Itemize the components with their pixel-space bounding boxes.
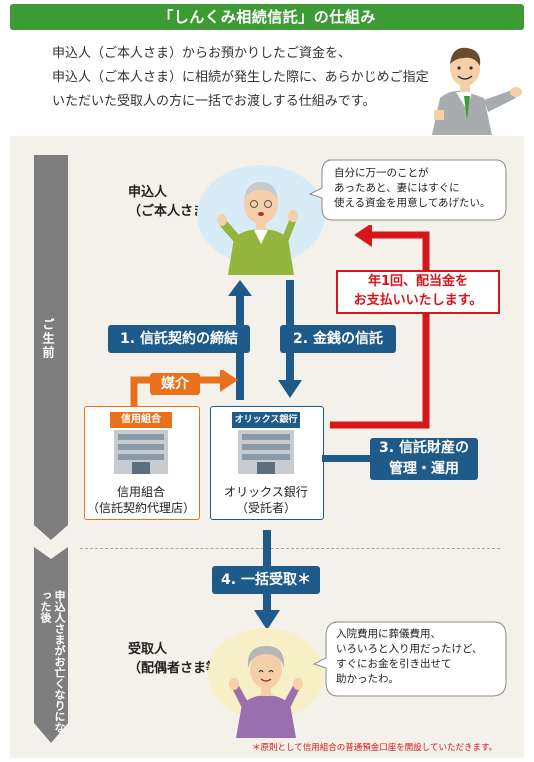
step3-line1: 3. 信託財産の [379, 440, 469, 456]
intro-line: 申込人（ご本人さま）に相続が発生した際に、あらかじめご指定 [52, 70, 429, 85]
applicant-speech-bubble: 自分に万一のことが あったあと、妻にはすぐに 使える資金を用意してあげたい。 [334, 166, 491, 211]
page-title: 「しんくみ相続信託」の仕組み [10, 4, 524, 30]
recipient-label: 受取人 （配偶者さま等） [128, 640, 232, 678]
credit-union-sign: 信用組合 [121, 414, 161, 425]
bubble-line: いろいろと入り用だったけど、 [336, 643, 483, 655]
footnote: ＊原則として信用組合の普通預金口座を開設していただきます。 [252, 743, 498, 753]
orix-bank-caption: オリックス銀行 （受託者） [210, 484, 322, 516]
recipient-illustration [208, 628, 324, 738]
step3-connector [322, 455, 382, 462]
bubble-line: 自分に万一のことが [334, 167, 429, 179]
orix-bank-building-icon [232, 412, 300, 474]
bubble-line: あったあと、妻にはすぐに [334, 182, 460, 194]
dividend-arrow [330, 225, 430, 429]
bubble-line: 助かったわ。 [336, 673, 399, 685]
divider-line [80, 548, 500, 549]
applicant-label: 申込人 （ご本人さま） [128, 183, 219, 221]
step2-label: 2. 金銭の信託 [280, 325, 396, 353]
credit-union-role: （信託契約代理店） [86, 501, 195, 515]
applicant-illustration [197, 165, 325, 275]
orix-bank-role: （受託者） [235, 501, 296, 515]
orix-bank-name: オリックス銀行 [224, 485, 308, 499]
recipient-bubble-shape [312, 621, 507, 697]
step4-label: 4. 一括受取＊ [212, 566, 320, 594]
intro-text: 申込人（ご本人さま）からお預かりしたご資金を、 申込人（ご本人さま）に相続が発生… [52, 42, 429, 114]
timeline-after-label: 申込人さまがお亡くなりになった後 [39, 590, 66, 733]
timeline-arrow [34, 155, 68, 743]
step3-line2: 管理・運用 [389, 461, 459, 477]
recipient-title: 受取人 [128, 642, 168, 657]
bubble-line: すぐにお金を引き出せて [336, 658, 452, 670]
dividend-note: 年1回、配当金を お支払いいたします。 [336, 270, 500, 314]
timeline-before-label: ご生前 [41, 318, 55, 360]
intro-line: 申込人（ご本人さま）からお預かりしたご資金を、 [52, 46, 352, 61]
mediation-label: 媒介 [150, 373, 200, 395]
credit-union-building-icon [110, 412, 172, 474]
bubble-line: 入院費用に葬儀費用、 [336, 628, 441, 640]
presenter-illustration [432, 47, 522, 135]
dividend-line2: お支払いいたします。 [353, 293, 483, 308]
intro-line: いただいた受取人の方に一括でお渡しする仕組みです。 [52, 94, 376, 109]
dividend-line1: 年1回、配当金を [367, 274, 469, 289]
recipient-subtitle: （配偶者さま等） [128, 661, 233, 676]
step3-label: 3. 信託財産の 管理・運用 [370, 438, 478, 480]
recipient-speech-bubble: 入院費用に葬儀費用、 いろいろと入り用だったけど、 すぐにお金を引き出せて 助か… [336, 627, 482, 687]
applicant-title: 申込人 [128, 185, 168, 200]
step1-label: 1. 信託契約の締結 [108, 325, 250, 353]
orix-bank-sign: オリックス銀行 [234, 415, 298, 425]
applicant-bubble-shape [308, 159, 507, 221]
credit-union-name: 信用組合 [116, 485, 165, 499]
applicant-subtitle: （ご本人さま） [128, 204, 220, 219]
bubble-line: 使える資金を用意してあげたい。 [334, 197, 491, 209]
credit-union-caption: 信用組合 （信託契約代理店） [84, 484, 198, 516]
